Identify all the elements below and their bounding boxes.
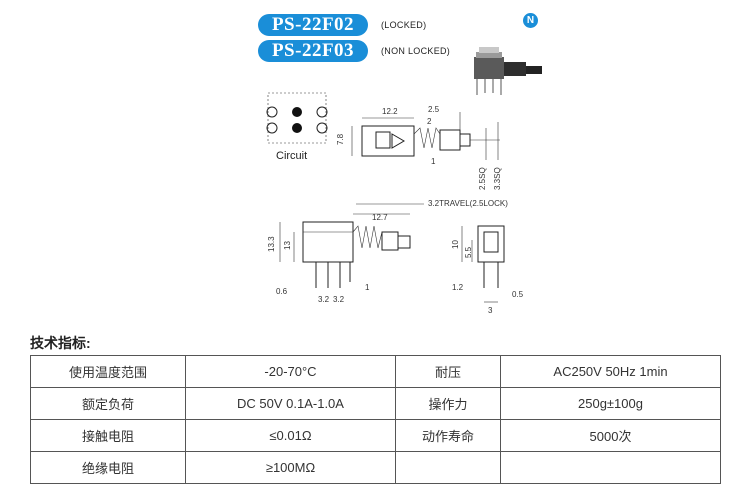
model-note-locked: (LOCKED) <box>381 20 427 30</box>
product-photo <box>474 47 542 95</box>
dim-travel: 3.2TRAVEL(2.5LOCK) <box>428 199 508 208</box>
dim-end-h2: 5.5 <box>464 246 473 258</box>
model-badge-locked: PS-22F02 <box>258 14 368 36</box>
end-view: 10 5.5 1.2 0.5 3 <box>451 225 524 315</box>
dim-top-sq2: 3.3SQ <box>493 167 502 190</box>
product-drawing: 12.2 7.8 2.5 2 1 2.5SQ 3.3SQ 3.2TRAVEL(2… <box>258 13 542 315</box>
dim-top-width: 12.2 <box>382 107 398 116</box>
spec-key: 接触电阻 <box>30 419 186 452</box>
spec-key: 额定负荷 <box>30 387 186 420</box>
dim-side-pitch1: 3.2 <box>318 295 330 304</box>
dim-top-sq1: 2.5SQ <box>478 167 487 190</box>
dim-side-pin: 0.6 <box>276 287 288 296</box>
brand-logo: N <box>523 13 538 28</box>
dim-top-r3: 1 <box>431 157 436 166</box>
spec-key: 耐压 <box>395 355 501 388</box>
dim-side-h2: 13 <box>283 241 292 250</box>
dim-top-r2: 2 <box>427 117 432 126</box>
dim-end-h1: 10 <box>451 240 460 249</box>
spec-table: 使用温度范围 -20-70°C 耐压 AC250V 50Hz 1min 额定负荷… <box>30 355 721 484</box>
table-row: 绝缘电阻 ≥100MΩ <box>30 451 721 484</box>
technical-drawing: 12.2 7.8 2.5 2 1 2.5SQ 3.3SQ 3.2TRAVEL(2… <box>266 47 542 315</box>
table-row: 接触电阻 ≤0.01Ω 动作寿命 5000次 <box>30 419 721 452</box>
circuit-label: Circuit <box>276 150 308 162</box>
dim-end-w2: 0.5 <box>512 290 524 299</box>
model-badge-non-locked: PS-22F03 <box>258 40 368 62</box>
circuit-symbol <box>266 92 328 144</box>
spec-value <box>500 451 721 484</box>
spec-value: ≤0.01Ω <box>185 419 396 452</box>
dim-side-width: 12.7 <box>372 213 388 222</box>
table-row: 额定负荷 DC 50V 0.1A-1.0A 操作力 250g±100g <box>30 387 721 420</box>
dim-end-w1: 1.2 <box>452 283 464 292</box>
top-view: 12.2 7.8 2.5 2 1 2.5SQ 3.3SQ <box>336 105 502 190</box>
spec-key: 绝缘电阻 <box>30 451 186 484</box>
spec-value: 250g±100g <box>500 387 721 420</box>
spec-key: 动作寿命 <box>395 419 501 452</box>
dim-side-r: 1 <box>365 283 370 292</box>
side-view: 12.7 13.3 13 0.6 3.2 3.2 1 <box>267 213 411 304</box>
spec-value: DC 50V 0.1A-1.0A <box>185 387 396 420</box>
spec-key: 操作力 <box>395 387 501 420</box>
spec-value: 5000次 <box>500 419 721 452</box>
dim-top-r1: 2.5 <box>428 105 440 114</box>
spec-key: 使用温度范围 <box>30 355 186 388</box>
spec-title: 技术指标: <box>30 335 91 351</box>
spec-value: -20-70°C <box>185 355 396 388</box>
table-row: 使用温度范围 -20-70°C 耐压 AC250V 50Hz 1min <box>30 355 721 388</box>
spec-value: ≥100MΩ <box>185 451 396 484</box>
dim-side-h1: 13.3 <box>267 236 276 252</box>
dim-side-pitch2: 3.2 <box>333 295 345 304</box>
dim-end-w3: 3 <box>488 306 493 315</box>
spec-key <box>395 451 501 484</box>
model-note-non-locked: (NON LOCKED) <box>381 46 451 56</box>
spec-value: AC250V 50Hz 1min <box>500 355 721 388</box>
dim-top-height: 7.8 <box>336 133 345 145</box>
